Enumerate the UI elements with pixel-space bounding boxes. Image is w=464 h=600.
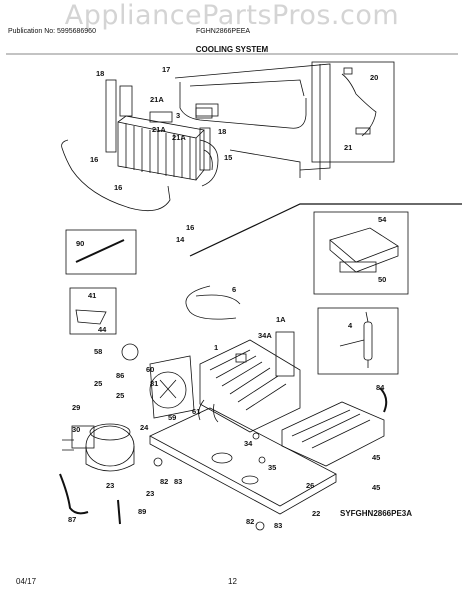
callout: 30 bbox=[72, 425, 80, 434]
callout: 59 bbox=[168, 413, 176, 422]
callout: 18 bbox=[218, 127, 226, 136]
model-number: FGHN2866PEEA bbox=[196, 28, 251, 35]
inset-control-board bbox=[313, 211, 409, 295]
callout: 35 bbox=[268, 463, 276, 472]
callout: 81 bbox=[150, 379, 158, 388]
callout: 34A bbox=[258, 331, 272, 340]
heater-element bbox=[75, 239, 125, 263]
callout: 21A bbox=[150, 95, 164, 104]
condenser-fan bbox=[121, 343, 195, 419]
filter-drier bbox=[339, 311, 373, 368]
callout: 23 bbox=[106, 481, 114, 490]
grommet bbox=[258, 456, 266, 464]
callout: 23 bbox=[146, 489, 154, 498]
tube-89 bbox=[117, 499, 121, 525]
base-pan bbox=[149, 407, 337, 515]
callout: 16 bbox=[114, 183, 122, 192]
footer-date: 04/17 bbox=[16, 577, 37, 586]
callout: 29 bbox=[72, 403, 80, 412]
callout: 34 bbox=[244, 439, 253, 448]
callout: 45 bbox=[372, 453, 380, 462]
page-title: COOLING SYSTEM bbox=[195, 45, 269, 54]
callout: 20 bbox=[370, 73, 378, 82]
callout: 58 bbox=[94, 347, 102, 356]
callout: 54 bbox=[378, 215, 387, 224]
drain-tube bbox=[61, 139, 171, 212]
evaporator-coil bbox=[105, 79, 219, 187]
wire-harness bbox=[341, 67, 377, 137]
drain-hose bbox=[379, 387, 388, 413]
grommet bbox=[252, 432, 260, 440]
watermark: AppliancePartsPros.com bbox=[64, 0, 400, 31]
control-board bbox=[329, 227, 399, 273]
power-cord bbox=[185, 285, 241, 320]
inset-filter-drier bbox=[317, 307, 399, 375]
grommet bbox=[255, 521, 265, 531]
callout: 25 bbox=[116, 391, 124, 400]
bracket bbox=[75, 309, 107, 325]
callout: 61 bbox=[192, 407, 200, 416]
callout: 84 bbox=[376, 383, 385, 392]
callout: 89 bbox=[138, 507, 146, 516]
callout: 83 bbox=[174, 477, 182, 486]
callout: 18 bbox=[96, 69, 104, 78]
callout: 24 bbox=[140, 423, 149, 432]
inset-heater bbox=[65, 229, 137, 275]
callout: 83 bbox=[274, 521, 282, 530]
cabinet-outline bbox=[174, 63, 331, 180]
callout: 82 bbox=[160, 477, 168, 486]
compressor bbox=[62, 423, 135, 472]
callout: 87 bbox=[68, 515, 76, 524]
callout: 17 bbox=[162, 65, 170, 74]
callout: 45 bbox=[372, 483, 380, 492]
callout: 25 bbox=[94, 379, 102, 388]
callout: 26 bbox=[306, 481, 314, 490]
callout: 41 bbox=[88, 291, 96, 300]
inset-bracket bbox=[69, 287, 117, 335]
callout: 60 bbox=[146, 365, 154, 374]
callout: 90 bbox=[76, 239, 84, 248]
callout: 3 bbox=[176, 111, 180, 120]
callout: 14 bbox=[176, 235, 185, 244]
grommet bbox=[153, 457, 163, 467]
callout: 86 bbox=[116, 371, 124, 380]
callout: 16 bbox=[90, 155, 98, 164]
callout: 21A bbox=[172, 133, 186, 142]
callout: 44 bbox=[98, 325, 107, 334]
callout: 21 bbox=[344, 143, 352, 152]
callout: 15 bbox=[224, 153, 232, 162]
callout: 16 bbox=[186, 223, 194, 232]
callouts: 18 17 3 21A 21A 21A 18 20 21 16 15 16 16… bbox=[68, 65, 387, 530]
callout: 50 bbox=[378, 275, 386, 284]
inset-wire-harness bbox=[311, 61, 395, 163]
drain-pan bbox=[281, 401, 385, 467]
callout: 21A bbox=[152, 125, 166, 134]
diagram-code: SYFGHN2866PE3A bbox=[340, 509, 413, 518]
callout: 6 bbox=[232, 285, 236, 294]
publication-number: Publication No: 5995686960 bbox=[8, 28, 96, 35]
callout: 1 bbox=[214, 343, 218, 352]
tube-87 bbox=[59, 473, 89, 515]
callout: 22 bbox=[312, 509, 320, 518]
condenser-coil bbox=[198, 331, 301, 433]
callout: 4 bbox=[348, 321, 353, 330]
callout: 1A bbox=[276, 315, 286, 324]
callout: 82 bbox=[246, 517, 254, 526]
page-number: 12 bbox=[228, 577, 237, 586]
